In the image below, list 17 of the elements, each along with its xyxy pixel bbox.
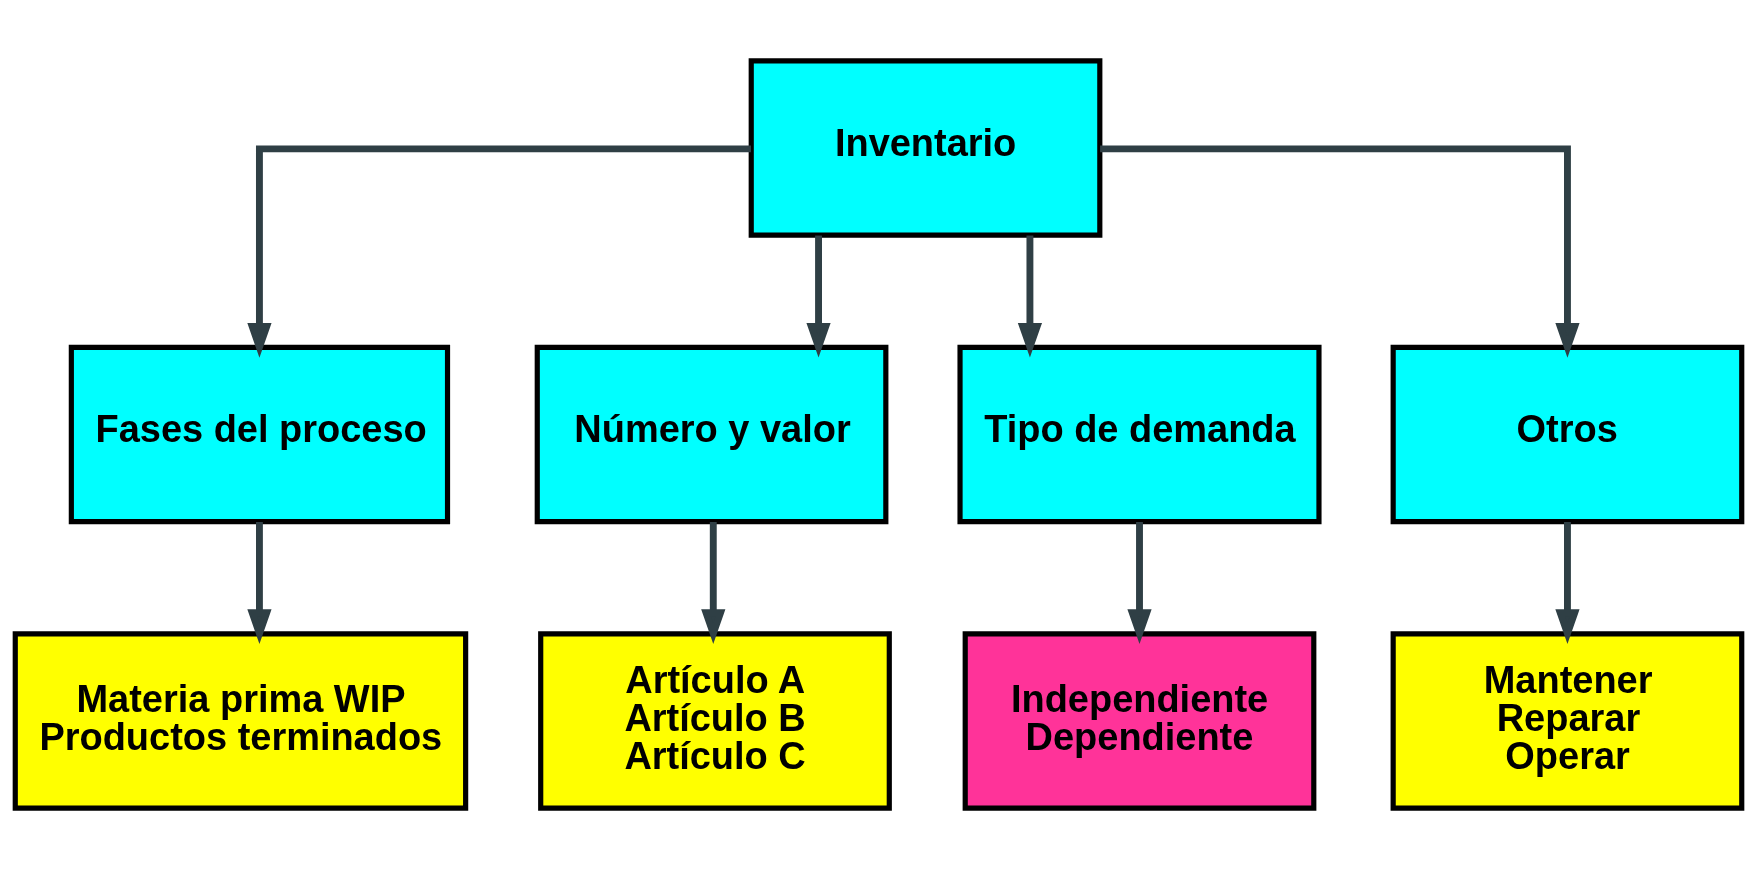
arrow	[247, 522, 272, 644]
node-box: Artículo A Artículo B Artículo C	[538, 631, 892, 811]
arrow	[1017, 235, 1043, 358]
node-box: Número y valor	[534, 344, 889, 525]
arrow	[1127, 522, 1152, 644]
arrow	[1100, 145, 1580, 358]
node-box: Mantener Reparar Operar	[1390, 631, 1745, 811]
arrow	[247, 145, 751, 358]
arrow	[1555, 522, 1580, 644]
node-box: Fases del proceso	[68, 344, 451, 525]
arrow	[806, 235, 831, 358]
node-box: Independiente Dependiente	[962, 631, 1317, 811]
node-box: Tipo de demanda	[957, 344, 1322, 525]
node-box: Materia prima WIP Productos terminados	[12, 631, 469, 811]
node-box: Inventario	[748, 58, 1103, 238]
arrow	[701, 522, 726, 644]
node-box: Otros	[1390, 344, 1745, 525]
